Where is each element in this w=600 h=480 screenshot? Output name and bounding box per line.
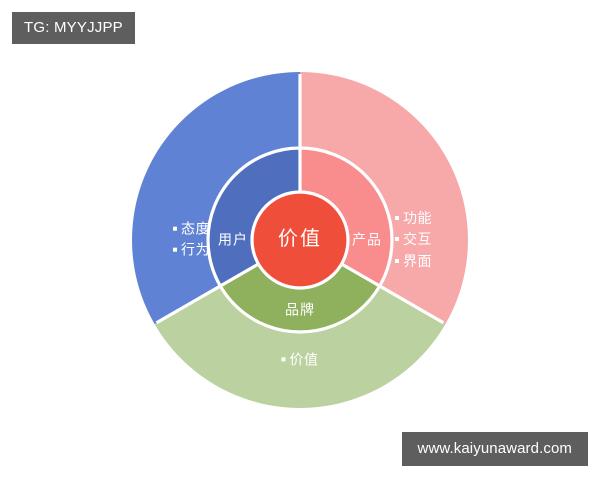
center-label: 价值 bbox=[278, 228, 322, 251]
outer-item-user-2-text: 行为 bbox=[181, 242, 210, 258]
outer-segment-brand[interactable] bbox=[154, 286, 446, 408]
bullet-square-icon bbox=[395, 258, 399, 263]
outer-item-brand-1: 价值 bbox=[281, 350, 319, 369]
bullet-square-icon bbox=[395, 216, 399, 221]
outer-label-group-product: 功能 交互 界面 bbox=[395, 207, 432, 273]
divider-lower-left bbox=[155, 262, 260, 325]
channel-tag-badge: TG: MYYJJPP bbox=[12, 12, 135, 44]
outer-item-user-2: 行为 bbox=[173, 241, 210, 260]
outer-item-product-3: 界面 bbox=[395, 252, 432, 271]
outer-segment-user[interactable] bbox=[132, 72, 300, 324]
divider-lines bbox=[155, 74, 445, 334]
center-circle-value[interactable] bbox=[250, 190, 350, 290]
outer-item-brand-1-text: 价值 bbox=[289, 351, 319, 368]
inner-segment-product[interactable] bbox=[300, 147, 393, 286]
outer-label-group-brand: 价值 bbox=[281, 348, 319, 371]
outer-item-product-2-text: 交互 bbox=[403, 231, 432, 248]
outer-item-product-3-text: 界面 bbox=[403, 252, 432, 269]
inner-label-brand: 品牌 bbox=[285, 301, 315, 318]
inner-label-product: 产品 bbox=[352, 231, 382, 248]
inner-label-user: 用户 bbox=[218, 231, 248, 248]
outer-item-user-1: 态度 bbox=[173, 220, 210, 239]
divider-lower-right bbox=[340, 262, 445, 325]
inner-segment-user[interactable] bbox=[207, 147, 300, 286]
outer-item-product-1-text: 功能 bbox=[403, 210, 432, 227]
bullet-square-icon bbox=[395, 237, 399, 242]
outer-item-product-1: 功能 bbox=[395, 209, 432, 228]
bullet-square-icon bbox=[173, 248, 177, 252]
outer-segment-product[interactable] bbox=[300, 72, 468, 324]
donut-svg bbox=[132, 72, 468, 408]
outer-item-product-2: 交互 bbox=[395, 230, 432, 249]
outer-item-user-1-text: 态度 bbox=[181, 220, 210, 237]
outer-label-group-user: 态度 行为 bbox=[173, 218, 210, 263]
bullet-square-icon bbox=[173, 226, 177, 231]
concentric-donut-diagram: 价值 用户 产品 品牌 态度 行为 功能 交互 界面 价值 bbox=[132, 72, 468, 408]
bullet-square-icon bbox=[281, 357, 286, 362]
site-watermark-badge: www.kaiyunaward.com bbox=[401, 432, 588, 466]
inner-segment-brand[interactable] bbox=[220, 264, 380, 333]
